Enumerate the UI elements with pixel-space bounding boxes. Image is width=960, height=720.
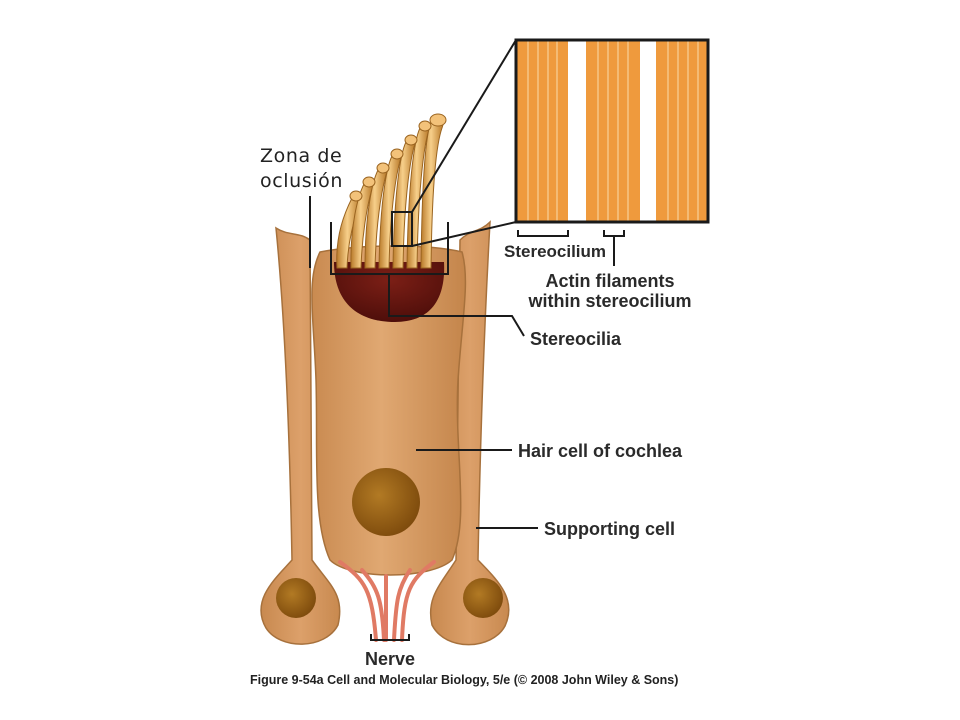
label-stereocilium: Stereocilium [504,242,606,261]
stereocilia-leader [388,274,525,337]
label-actin-line2: within stereocilium [527,291,691,311]
stereocilia-tips [349,113,447,202]
stereocilium-bracket [517,230,569,237]
label-zona-de-oclusion-line2: oclusión [260,170,343,192]
right-supporting-nucleus [463,578,503,618]
right-supporting-cell [429,220,510,646]
hair-cell-nucleus [352,468,420,536]
left-supporting-nucleus [276,578,316,618]
figure-caption: Figure 9-54a Cell and Molecular Biology,… [250,673,678,687]
label-actin-line1: Actin filaments [545,271,674,291]
left-supporting-cell [260,226,341,645]
nerve-fibers [338,560,436,642]
actin-inset [514,38,710,224]
label-hair-cell-of-cochlea: Hair cell of cochlea [518,441,683,461]
label-supporting-cell: Supporting cell [544,519,675,539]
label-nerve: Nerve [365,649,415,669]
nerve-bracket [370,634,410,641]
zoom-source-box [391,211,413,247]
zoom-line-bottom [411,221,517,247]
label-stereocilia: Stereocilia [530,329,622,349]
zoom-line-top [411,39,517,213]
actin-bracket [603,230,625,266]
hair-cell-body [311,245,467,576]
stereocilia-bundle [336,116,444,269]
label-zona-de-oclusion-line1: Zona de [260,145,342,167]
